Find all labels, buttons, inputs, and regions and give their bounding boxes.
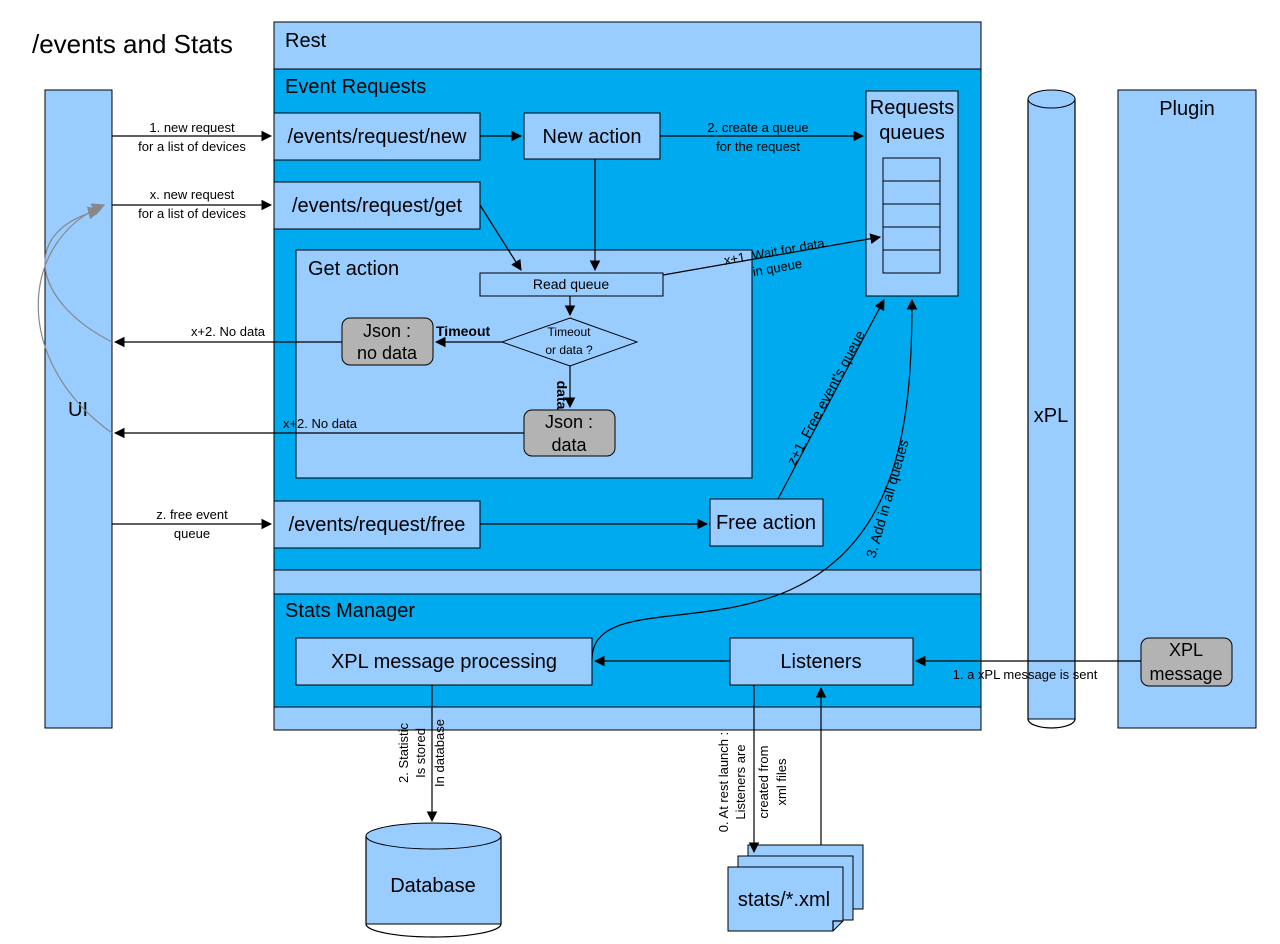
database-cylinder [365,822,502,938]
loop-arrow-2 [37,203,113,434]
arrow-no-data-2-label: x+2. No data [283,416,358,431]
endpoint-new-box [273,112,481,161]
arrow-rest-launch-line3: created from [756,746,771,819]
arrow-free-event-line2: queue [174,526,210,541]
arrow-to-database-line3: In database [432,719,447,787]
stats-files-label: stats/*.xml [738,889,830,911]
read-queue-box [479,272,664,297]
endpoint-free-label: /events/request/free [289,514,466,536]
xpl-processing-label: XPL message processing [331,651,557,673]
arrow-free-event-line1: z. free event [156,507,228,522]
stats-files-stack [727,844,864,932]
xpl-message-box [1140,637,1233,687]
arrow-rest-launch-line4: xml files [774,758,789,805]
json-data-line2: data [551,435,587,455]
requests-queues-line1: Requests [870,97,955,119]
endpoint-get-box [273,181,481,230]
listeners-label: Listeners [780,651,861,673]
timeout-label: Timeout [436,323,491,339]
arrow-to-database-line1: 2. Statistic [396,723,411,783]
xpl-message-line1: XPL [1169,640,1203,660]
plugin-column [1117,89,1257,729]
rest-title: Rest [285,30,327,52]
loop-arrow-1 [44,206,113,343]
arrow-wait-for-data [662,233,882,276]
listeners-box [729,637,914,686]
ui-column [44,89,113,729]
read-queue-label: Read queue [533,276,610,292]
endpoint-get-label: /events/request/get [292,195,463,217]
get-action-title: Get action [308,258,399,280]
free-action-label: Free action [716,512,816,534]
xpl-label: xPL [1034,405,1068,427]
database-label: Database [390,875,476,897]
ui-label: UI [68,399,88,421]
plugin-label: Plugin [1159,98,1215,120]
arrow-x-new-request-line2: for a list of devices [138,206,246,221]
endpoint-new-label: /events/request/new [288,126,468,148]
json-data-line1: Json : [545,412,593,432]
arrow-new-request-line1: 1. new request [149,120,235,135]
arrow-x-new-request-line1: x. new request [150,187,235,202]
arrow-new-request-line2: for a list of devices [138,139,246,154]
page-title: /events and Stats [32,29,233,59]
xpl-bus [1027,89,1076,729]
json-no-data-line1: Json : [363,321,411,341]
arrow-rest-launch-line1: 0. At rest launch : [716,732,731,832]
data-label: data [554,381,570,410]
decision-line1: Timeout [548,325,592,339]
xpl-processing-box [295,637,593,686]
arrow-no-data-1-label: x+2. No data [191,324,266,339]
arrow-rest-launch-line2: Listeners are [733,744,748,819]
arrow-create-queue-line1: 2. create a queue [707,120,808,135]
arrow-add-in-all-queues [591,298,918,661]
free-action-box [709,498,824,547]
endpoint-free-box [273,500,481,549]
new-action-label: New action [543,126,642,148]
decision-line2: or data ? [545,343,593,357]
queue-stack [882,157,941,274]
stats-manager-title: Stats Manager [285,600,415,622]
xpl-message-line2: message [1149,664,1222,684]
requests-queues-line2: queues [879,122,945,144]
arrow-xpl-sent-label: 1. a xPL message is sent [953,667,1098,682]
arrow-free-events-queue [777,299,885,500]
arrow-create-queue-line2: for the request [716,139,800,154]
arrow-get-to-read-queue [479,204,522,271]
json-no-data-line2: no data [357,343,418,363]
event-requests-title: Event Requests [285,76,426,98]
arrow-to-database-line2: Is stored [413,728,428,778]
